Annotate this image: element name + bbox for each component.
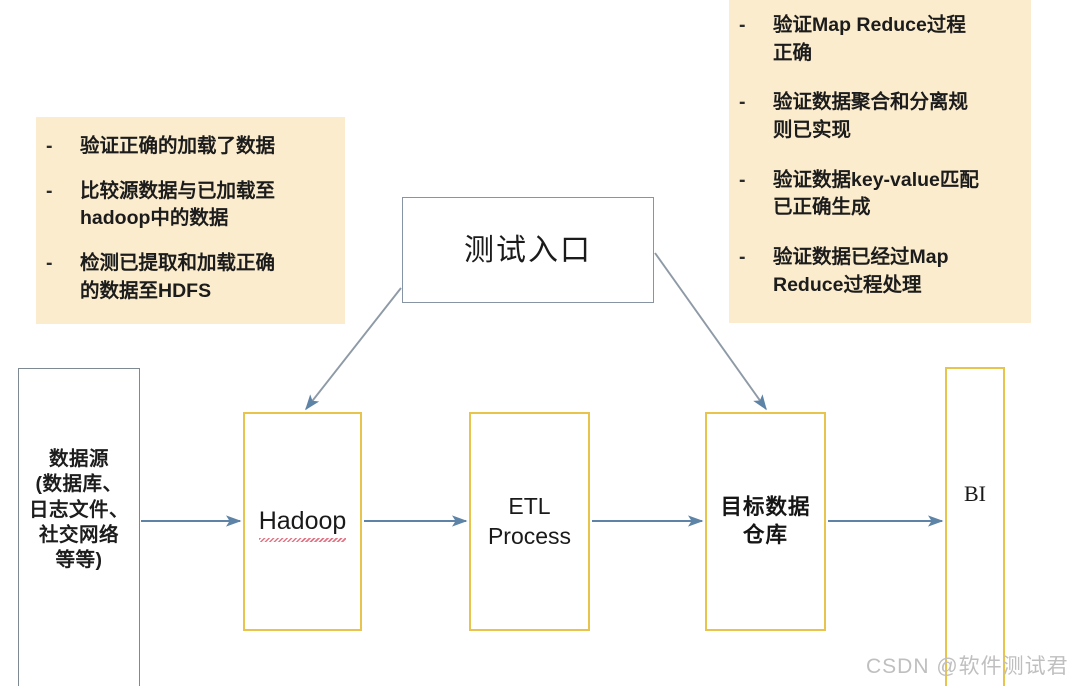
annotation-item: - 比较源数据与已加载至 hadoop中的数据 (40, 178, 335, 233)
annotation-item: - 验证正确的加载了数据 (40, 133, 335, 161)
annotation-list-right: - 验证Map Reduce过程 正确 - 验证数据聚合和分离规 则已实现 - … (733, 12, 1025, 300)
box-data-source-label: 数据源 (数据库、 日志文件、 社交网络 等等) (28, 448, 129, 572)
annotation-text: 检测已提取和加载正确 的数据至HDFS (80, 252, 276, 302)
bullet-dash: - (739, 91, 746, 114)
watermark: CSDN @软件测试君 (866, 655, 1069, 678)
bullet-dash: - (46, 135, 53, 157)
box-hadoop-label: Hadoop (258, 505, 346, 542)
box-etl-process-label: ETL Process (487, 492, 572, 549)
annotation-text: 比较源数据与已加载至 hadoop中的数据 (80, 179, 276, 230)
annotation-panel-left: - 验证正确的加载了数据 - 比较源数据与已加载至 hadoop中的数据 - 检… (36, 117, 345, 324)
bullet-dash: - (739, 246, 746, 269)
box-target-data-warehouse[interactable]: 目标数据 仓库 (705, 412, 826, 631)
box-test-entry[interactable]: 测试入口 (402, 197, 654, 303)
annotation-item: - 验证数据key-value匹配 已正确生成 (733, 167, 1025, 222)
bullet-dash: - (46, 179, 53, 202)
box-etl-process[interactable]: ETL Process (469, 412, 590, 631)
annotation-item: - 验证数据聚合和分离规 则已实现 (733, 89, 1025, 144)
annotation-text: 验证数据已经过Map Reduce过程处理 (773, 246, 949, 296)
bullet-dash: - (739, 168, 746, 191)
box-bi-label: BI (964, 481, 986, 507)
box-hadoop[interactable]: Hadoop (243, 412, 362, 631)
annotation-list-left: - 验证正确的加载了数据 - 比较源数据与已加载至 hadoop中的数据 - 检… (40, 133, 335, 305)
annotation-item: - 检测已提取和加载正确 的数据至HDFS (40, 250, 335, 305)
box-bi[interactable]: BI (945, 367, 1005, 686)
box-target-data-warehouse-label: 目标数据 仓库 (720, 494, 811, 547)
annotation-item: - 验证数据已经过Map Reduce过程处理 (733, 244, 1025, 299)
annotation-text: 验证数据聚合和分离规 则已实现 (773, 91, 969, 142)
box-test-entry-label: 测试入口 (464, 233, 592, 267)
annotation-text: 验证数据key-value匹配 已正确生成 (773, 168, 979, 219)
annotation-text: 验证正确的加载了数据 (80, 135, 276, 157)
bullet-dash: - (739, 14, 746, 36)
box-data-source[interactable]: 数据源 (数据库、 日志文件、 社交网络 等等) (18, 368, 140, 686)
annotation-panel-right: - 验证Map Reduce过程 正确 - 验证数据聚合和分离规 则已实现 - … (729, 0, 1031, 323)
annotation-text: 验证Map Reduce过程 正确 (773, 14, 966, 64)
annotation-item: - 验证Map Reduce过程 正确 (733, 12, 1025, 67)
bullet-dash: - (46, 252, 53, 275)
